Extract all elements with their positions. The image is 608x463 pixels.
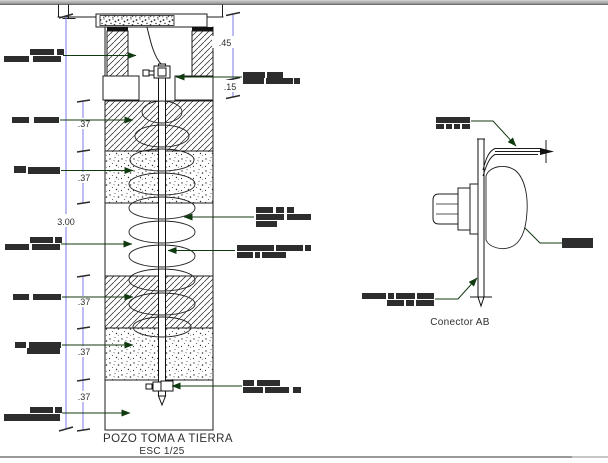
well-footings [102, 75, 214, 101]
well-right-label-2-bar [256, 221, 277, 227]
well-right-label-1-bar [243, 72, 265, 78]
rod-bottom-clamp [145, 380, 174, 392]
well-right-label-4-bar [243, 380, 254, 386]
well-right-label-1-bar [243, 78, 264, 84]
leader-connector-rod [435, 277, 478, 300]
ground-rod-tip [157, 395, 167, 407]
well-left-label-1-bar [57, 49, 64, 55]
dimension-lines: 3.00 .45 .15 .37 .37 .37 .37 .37 [53, 11, 241, 432]
well-left-label-3-bar [28, 167, 60, 174]
well-left-label-4-bar [30, 237, 53, 243]
dim-layer-4: .37 [78, 347, 91, 357]
dim-layer-2: .37 [78, 173, 91, 183]
well-left-label-7-bar [55, 407, 62, 413]
well-left-label-3-bar [14, 166, 26, 173]
connector-label-body-bar [562, 238, 593, 248]
well-right-label-2-bar [256, 214, 284, 220]
well-left-label-4-bar [55, 237, 62, 243]
well-right-label-3-bar [255, 252, 260, 258]
window-chrome-bottom-line [0, 456, 572, 458]
helical-conductor [128, 100, 196, 338]
well-right-label-3-bar [305, 245, 311, 251]
well-cover-slab [95, 13, 208, 28]
rod-top-clamp [142, 65, 171, 79]
well-section-drawing [57, 4, 224, 431]
leader-connector-cable [471, 120, 517, 147]
feeder-cable [146, 26, 162, 65]
connector-bolt [432, 183, 479, 235]
well-left-label-6-bar [29, 342, 61, 348]
window-chrome-top-bar [0, 0, 608, 5]
dimension-texts: 3.00 .45 .15 .37 .37 .37 .37 .37 [53, 36, 240, 402]
well-right-label-3-bar [276, 245, 303, 251]
well-left-label-2-bar [34, 117, 59, 123]
well-left-label-7-bar [30, 407, 53, 413]
dim-layer-5: .37 [78, 392, 91, 402]
connector-label-cable-bar [436, 117, 470, 123]
connector-label-cable-bar [462, 124, 470, 129]
connector-label-rod-bar [396, 293, 415, 299]
ground-rod [157, 63, 167, 407]
window-chrome-bottom-corner [572, 456, 608, 458]
well-right-label-1-bar [266, 78, 293, 84]
well-left-label-1-bar [33, 56, 61, 62]
leader-lines [60, 52, 562, 417]
connector-label-rod-bar [406, 300, 414, 306]
well-right-label-4-bar [243, 387, 263, 393]
well-right-label-4-bar [257, 380, 280, 386]
well-left-label-6-bar [27, 348, 60, 354]
connector-rod-tip [477, 296, 485, 308]
redacted-labels-layer [4, 49, 593, 421]
connector-label-rod-bar [417, 293, 434, 299]
well-left-label-1-bar [4, 56, 29, 62]
well-right-label-1-bar [267, 72, 283, 78]
well-right-label-1-bar [294, 78, 300, 84]
well-right-label-2-bar [287, 207, 294, 213]
well-left-label-5-bar [13, 294, 29, 300]
connector-caption: Conector AB [430, 317, 489, 328]
well-title: POZO TOMA A TIERRA [103, 433, 233, 445]
dim-collar-height: .15 [224, 82, 237, 92]
well-right-label-2-bar [276, 207, 284, 213]
connector-label-cable-bar [454, 124, 460, 129]
connector-label-cable-bar [446, 124, 452, 129]
well-right-label-3-bar [237, 252, 253, 258]
well-left-label-2-bar [12, 117, 29, 123]
connector-detail-drawing [432, 138, 554, 308]
well-left-label-1-bar [30, 49, 54, 55]
well-right-label-4-bar [293, 387, 301, 393]
well-left-label-5-bar [33, 294, 61, 300]
well-right-label-2-bar [287, 214, 311, 220]
well-right-label-2-bar [256, 207, 273, 213]
connector-label-rod-bar [387, 300, 404, 306]
connector-label-rod-bar [362, 293, 386, 299]
well-right-label-3-bar [237, 245, 274, 251]
well-left-label-4-bar [32, 244, 60, 250]
connector-label-cable-bar [436, 124, 444, 129]
well-left-label-4-bar [5, 244, 29, 250]
well-right-label-3-bar [262, 252, 286, 258]
connector-cable-arrow [540, 148, 554, 155]
dimension-ticks [58, 11, 241, 432]
dim-layer-1: .37 [78, 119, 91, 129]
connector-label-rod-bar [388, 293, 394, 299]
dim-top-height: .45 [219, 38, 232, 48]
dim-total-depth: 3.00 [57, 217, 75, 227]
well-left-label-7-bar [4, 414, 60, 421]
well-scale: ESC 1/25 [139, 446, 184, 457]
connector-body [485, 165, 528, 250]
connector-label-rod-bar [416, 300, 434, 306]
well-left-label-6-bar [15, 342, 26, 348]
well-right-label-4-bar [265, 387, 289, 393]
dim-layer-3: .37 [78, 297, 91, 307]
